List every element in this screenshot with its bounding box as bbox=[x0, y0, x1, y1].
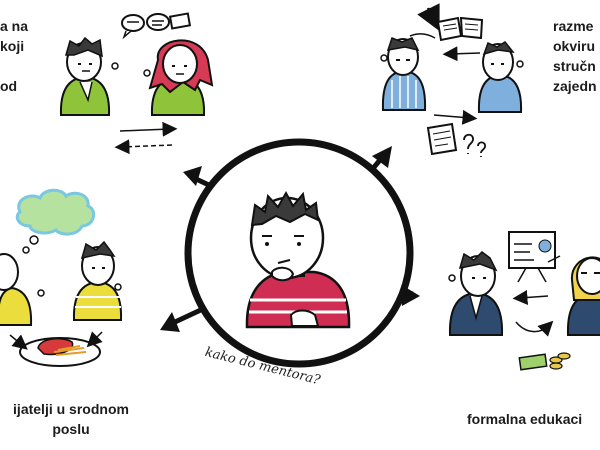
money-coins-icon bbox=[518, 352, 571, 371]
top-left-label-line bbox=[0, 56, 28, 76]
top-right-label-line: zajedn bbox=[553, 78, 597, 94]
person-yellow-left bbox=[0, 253, 45, 326]
person-blue-striped bbox=[380, 37, 427, 111]
bottom-right-label-text: formalna edukaci bbox=[467, 411, 583, 427]
arrow-right-icon bbox=[119, 121, 178, 137]
bottom-left-label: ijatelji u srodnom poslu bbox=[0, 399, 142, 439]
arrow-down-left-head bbox=[160, 312, 180, 332]
top-right-label-line: stručn bbox=[553, 58, 596, 74]
bottom-left-scene bbox=[0, 188, 123, 367]
speech-bubbles-icon bbox=[121, 12, 192, 40]
arrow-left-icon bbox=[114, 139, 173, 155]
arrow-up-left-head bbox=[183, 166, 202, 186]
presentation-board-icon bbox=[508, 231, 561, 283]
bottom-right-label: formalna edukaci bbox=[467, 409, 582, 429]
person-green-red-hair bbox=[148, 39, 214, 116]
top-right-label-line: razme bbox=[553, 18, 594, 34]
person-blue-plain bbox=[477, 41, 524, 113]
arrow-curved-left-icon bbox=[442, 46, 481, 62]
open-book-icon bbox=[436, 16, 484, 42]
top-left-label-line: od bbox=[0, 78, 18, 94]
thinking-person bbox=[245, 190, 351, 329]
arrow-up-right-head bbox=[372, 146, 392, 168]
top-right-label-line: okviru bbox=[553, 38, 596, 54]
thought-cloud-icon bbox=[15, 188, 96, 254]
bottom-left-label-line: ijatelji u srodnom bbox=[13, 401, 129, 417]
top-left-scene bbox=[59, 12, 214, 155]
arrow-right-icon bbox=[433, 109, 478, 125]
bottom-left-label-line: poslu bbox=[52, 421, 90, 437]
top-right-label: razme okviru stručn zajedn bbox=[553, 16, 597, 96]
center-scene bbox=[160, 138, 420, 368]
bottom-right-scene bbox=[448, 231, 600, 371]
person-yellow-right bbox=[72, 240, 123, 321]
person-green-dark-hair bbox=[59, 36, 111, 116]
arrow-curved-right-icon bbox=[515, 320, 554, 337]
top-right-scene bbox=[380, 3, 524, 157]
arrow-to-plate-icon bbox=[9, 334, 28, 350]
person-navy-jacket bbox=[448, 251, 504, 336]
question-marks-icon bbox=[463, 133, 486, 157]
arrow-curved-up-icon bbox=[409, 33, 436, 39]
person-blonde bbox=[566, 256, 600, 336]
arrow-left-icon bbox=[512, 289, 549, 305]
scroll-document-icon bbox=[426, 122, 458, 156]
top-left-label-line: a na bbox=[0, 18, 29, 34]
food-plate-icon bbox=[19, 337, 101, 367]
arrow-to-plate-icon bbox=[86, 331, 103, 348]
top-left-label-line: koji bbox=[0, 38, 25, 54]
top-left-label: a na koji od bbox=[0, 16, 28, 96]
arrow-down-icon bbox=[417, 3, 440, 32]
